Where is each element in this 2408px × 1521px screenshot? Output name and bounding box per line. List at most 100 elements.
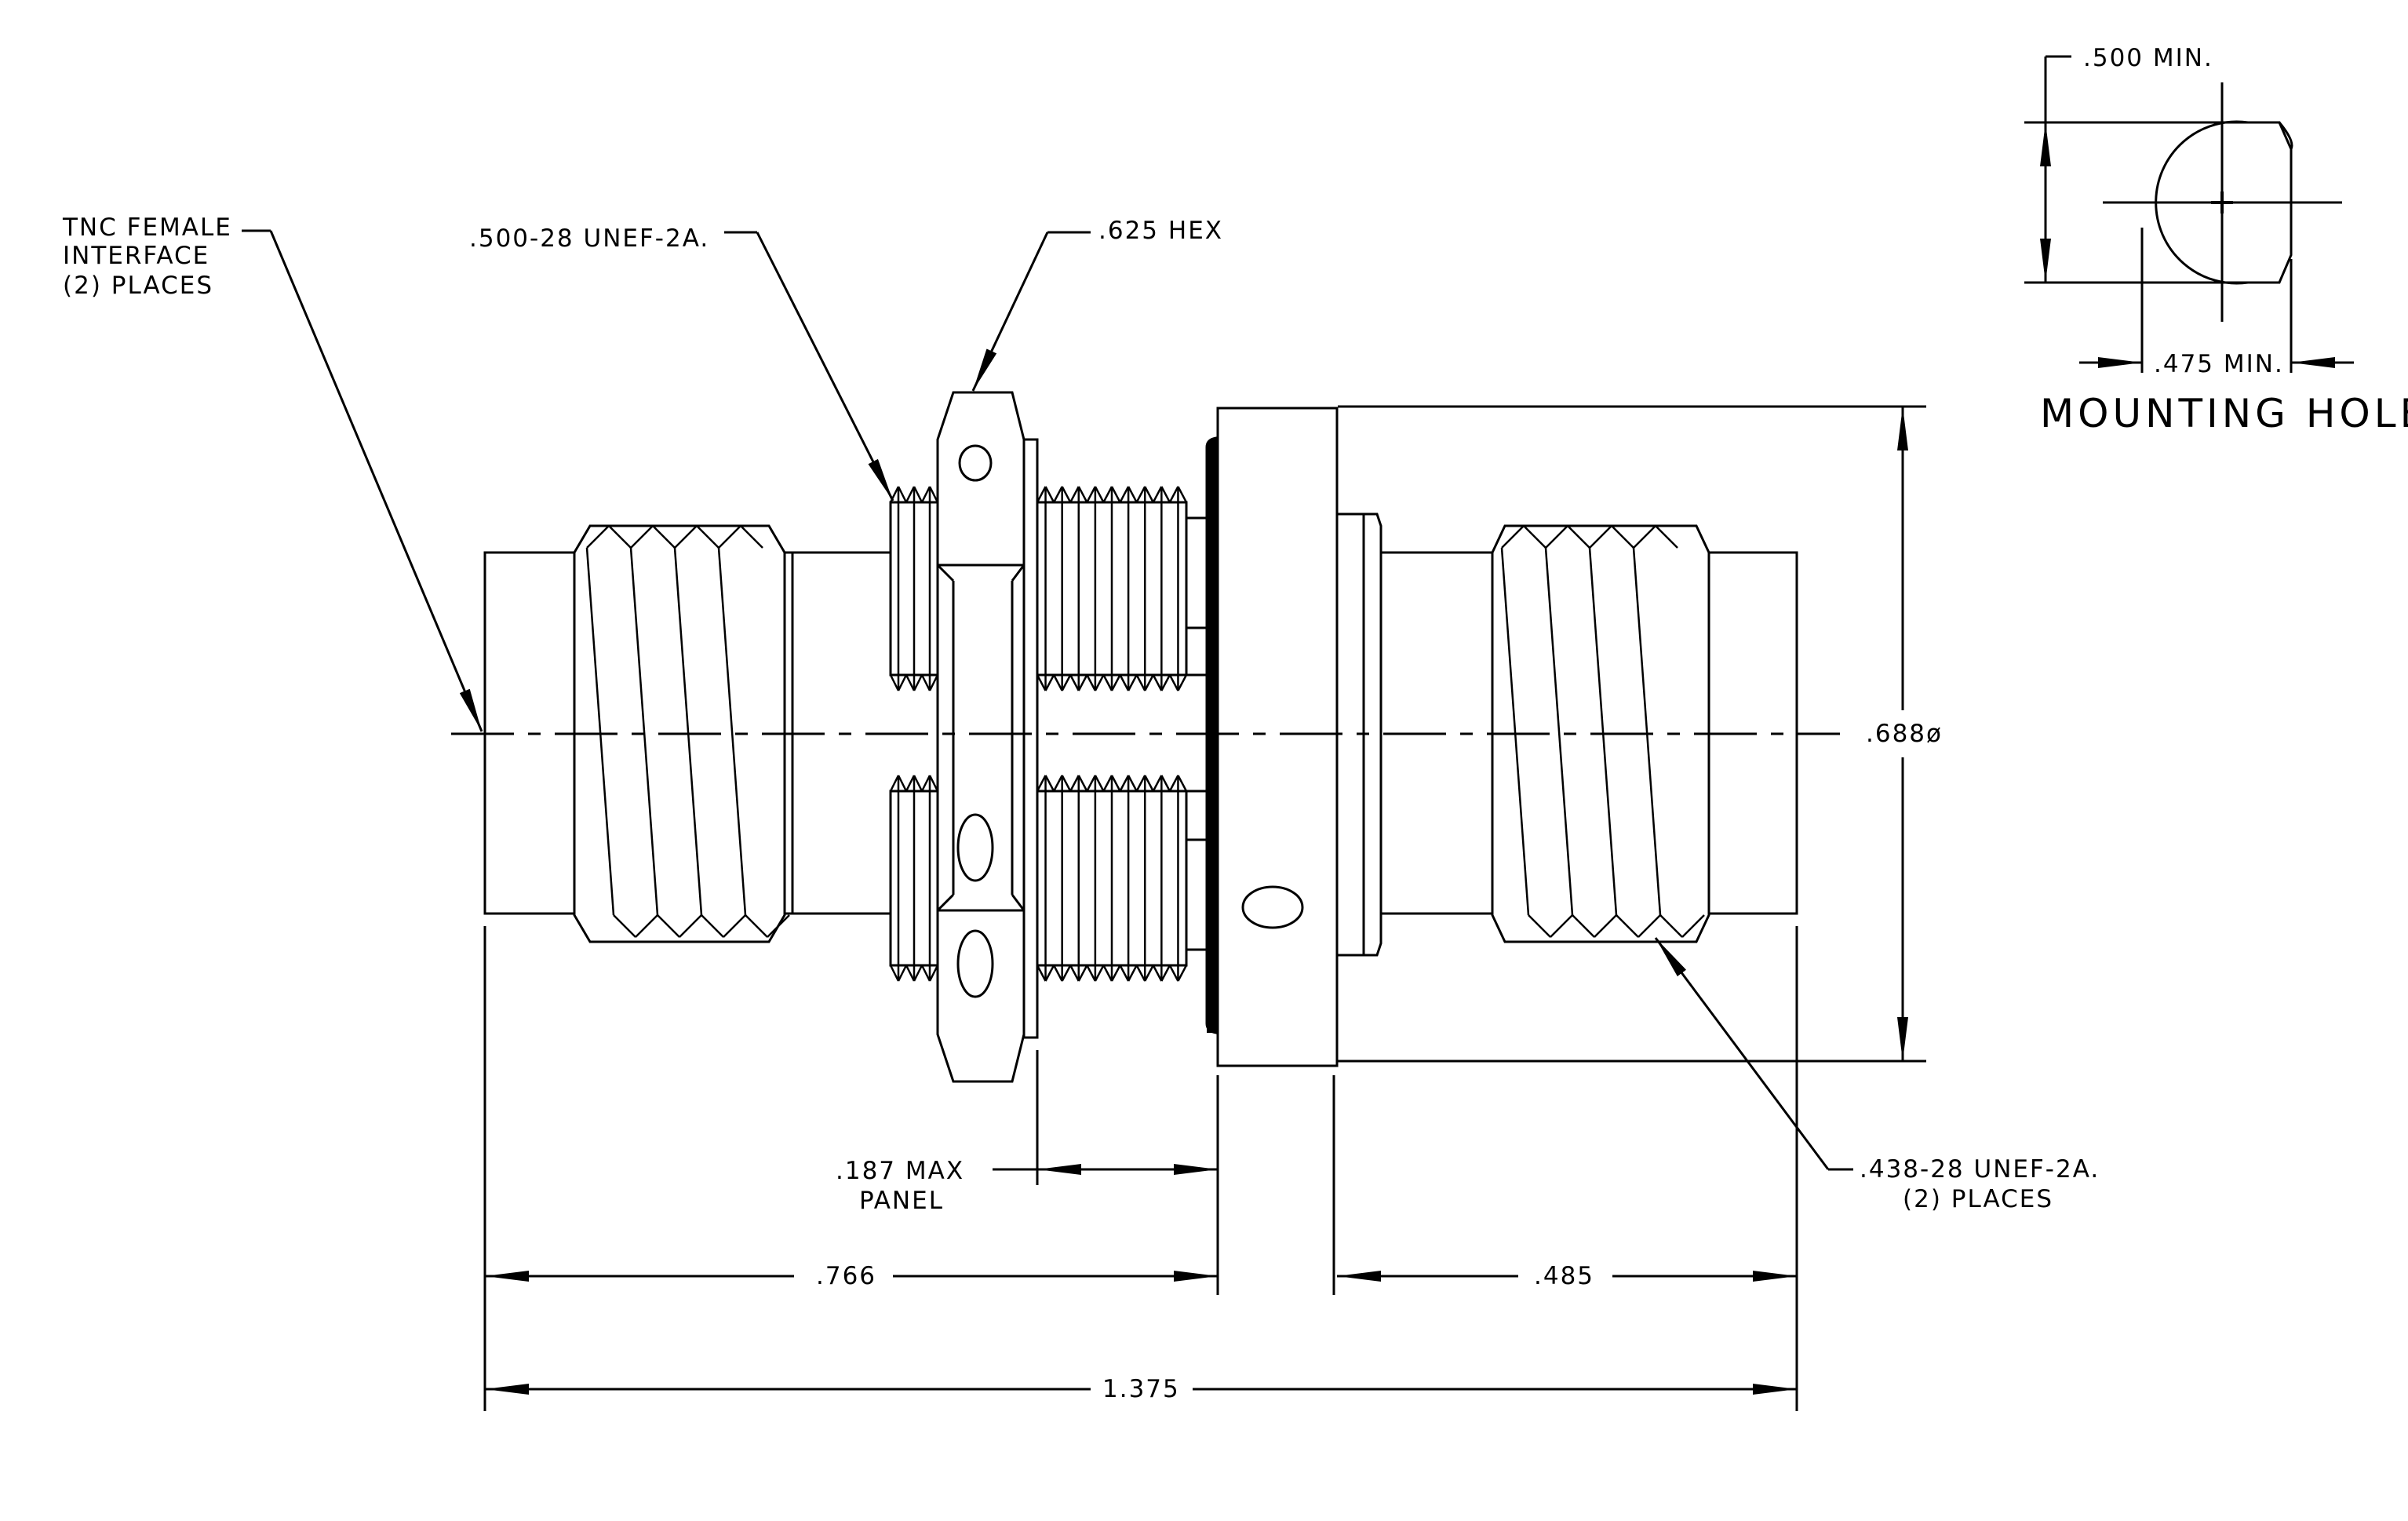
callout-interface-3: (2) PLACES bbox=[63, 272, 213, 300]
thread-line bbox=[1523, 525, 1546, 549]
thread-line bbox=[1659, 914, 1683, 938]
mounting-hole-detail: .500 MIN. .475 MIN. MOUNTING HOLE bbox=[2024, 44, 2408, 436]
thread-line bbox=[1168, 965, 1179, 982]
thread-line bbox=[1160, 674, 1171, 691]
thread-line bbox=[635, 914, 658, 938]
thread-line bbox=[1152, 674, 1163, 691]
connector-body bbox=[483, 391, 1798, 1083]
thread-line bbox=[928, 486, 939, 503]
thread-line bbox=[723, 914, 746, 938]
thread-line bbox=[1110, 674, 1121, 691]
thread-line bbox=[1044, 775, 1055, 792]
thread-line bbox=[1102, 965, 1113, 982]
thread-line bbox=[652, 525, 676, 549]
thread-line bbox=[657, 914, 680, 938]
thread-line bbox=[585, 547, 615, 916]
thread-line bbox=[696, 525, 719, 549]
thread-line bbox=[674, 525, 698, 549]
thread-line bbox=[1177, 965, 1188, 982]
thread-line bbox=[1061, 775, 1072, 792]
thread-line bbox=[1061, 965, 1072, 982]
thread-line bbox=[1127, 965, 1138, 982]
thread-line bbox=[1633, 525, 1656, 549]
thread-line bbox=[1528, 914, 1551, 938]
thread-line bbox=[1036, 775, 1047, 792]
thread-line bbox=[920, 775, 931, 792]
thread-line bbox=[1053, 775, 1063, 792]
thread-line bbox=[1102, 775, 1113, 792]
thread-line bbox=[928, 674, 939, 691]
thread-line bbox=[920, 486, 931, 503]
thread-line bbox=[1061, 486, 1072, 503]
thread-line bbox=[613, 914, 636, 938]
thread-line bbox=[1044, 674, 1055, 691]
thread-line bbox=[1110, 965, 1121, 982]
thread-line bbox=[679, 914, 702, 938]
thread-line bbox=[1572, 914, 1595, 938]
thread-line bbox=[1102, 486, 1113, 503]
callout-hex: .625 HEX bbox=[1098, 217, 1223, 245]
thread-line bbox=[586, 525, 610, 549]
dim-overall-length: 1.375 bbox=[1102, 1375, 1180, 1403]
thread-line bbox=[905, 674, 916, 691]
thread-line bbox=[1086, 486, 1096, 503]
thread-line bbox=[1177, 775, 1188, 792]
thread-line bbox=[717, 547, 747, 916]
thread-line bbox=[1061, 674, 1072, 691]
dim-right-length: .485 bbox=[1534, 1262, 1594, 1290]
callout-thread-438-1: .438-28 UNEF-2A. bbox=[1860, 1155, 2100, 1184]
thread-line bbox=[1550, 914, 1573, 938]
thread-line bbox=[1077, 674, 1088, 691]
thread-line bbox=[920, 674, 931, 691]
thread-line bbox=[608, 525, 632, 549]
callout-thread-438-2: (2) PLACES bbox=[1903, 1185, 2053, 1213]
thread-line bbox=[1127, 674, 1138, 691]
thread-line bbox=[1135, 965, 1146, 982]
thread-line bbox=[897, 965, 908, 982]
thread-line bbox=[1144, 965, 1154, 982]
thread-line bbox=[1077, 775, 1088, 792]
thread-line bbox=[905, 486, 916, 503]
thread-line bbox=[701, 914, 724, 938]
thread-line bbox=[1545, 525, 1568, 549]
thread-line bbox=[1053, 674, 1063, 691]
thread-line bbox=[1168, 486, 1179, 503]
thread-line bbox=[1110, 486, 1121, 503]
thread-line bbox=[1567, 525, 1590, 549]
thread-line bbox=[1501, 525, 1525, 549]
thread-line bbox=[913, 965, 923, 982]
thread-line bbox=[913, 674, 923, 691]
thread-line bbox=[1036, 486, 1047, 503]
thread-line bbox=[905, 775, 916, 792]
callouts: TNC FEMALE INTERFACE (2) PLACES .500-28 … bbox=[62, 213, 2100, 1213]
thread-line bbox=[1094, 674, 1105, 691]
thread-line bbox=[1144, 674, 1154, 691]
thread-line bbox=[897, 775, 908, 792]
thread-line bbox=[1632, 547, 1662, 916]
thread-line bbox=[1069, 486, 1080, 503]
thread-line bbox=[1611, 525, 1634, 549]
thread-line bbox=[1135, 674, 1146, 691]
thread-line bbox=[1044, 486, 1055, 503]
thread-line bbox=[1177, 486, 1188, 503]
thread-line bbox=[1119, 486, 1130, 503]
thread-line bbox=[1144, 775, 1154, 792]
thread-line bbox=[897, 674, 908, 691]
thread-line bbox=[920, 965, 931, 982]
thread-line bbox=[1044, 965, 1055, 982]
callout-interface-1: TNC FEMALE bbox=[62, 213, 232, 242]
thread-line bbox=[1119, 775, 1130, 792]
thread-line bbox=[1160, 775, 1171, 792]
thread-line bbox=[1102, 674, 1113, 691]
thread-line bbox=[1160, 965, 1171, 982]
thread-line bbox=[673, 547, 703, 916]
thread-line bbox=[767, 914, 790, 938]
thread-line bbox=[1127, 775, 1138, 792]
thread-line bbox=[1152, 486, 1163, 503]
thread-line bbox=[1168, 775, 1179, 792]
thread-line bbox=[1036, 674, 1047, 691]
thread-line bbox=[1036, 965, 1047, 982]
mounting-hole-min-flat: .475 MIN. bbox=[2154, 350, 2284, 378]
thread-line bbox=[1127, 486, 1138, 503]
